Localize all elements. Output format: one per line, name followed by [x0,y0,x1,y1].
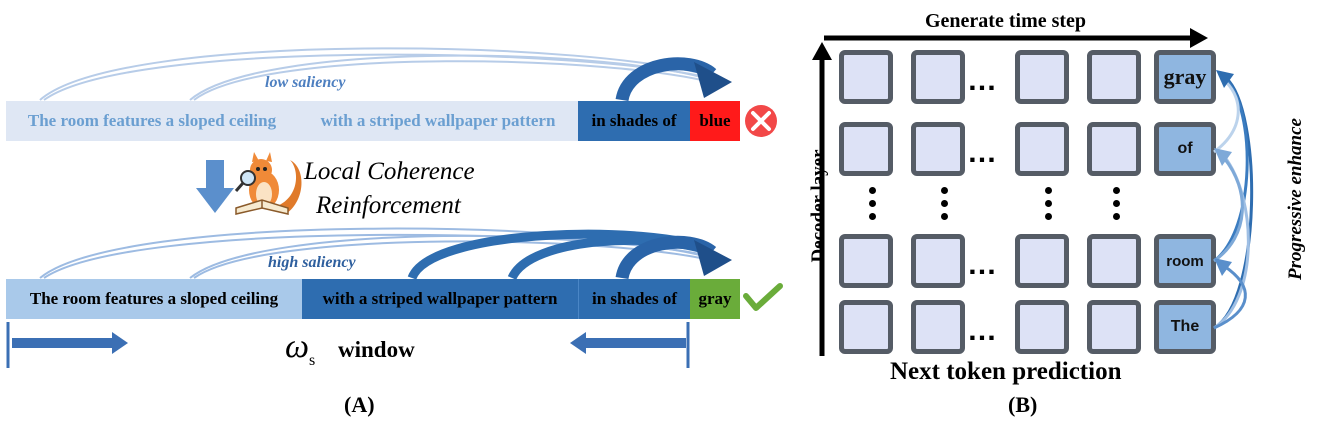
error-x-icon [745,105,777,137]
grid-cell [911,234,965,288]
down-arrow-icon [196,160,234,213]
grid-cell [1087,300,1141,354]
grid-cell [839,122,893,176]
window-symbol: ωs [285,330,315,369]
high-saliency-label: high saliency [268,254,356,271]
vertical-ellipsis [941,187,949,226]
window-arrows [6,322,690,368]
ellipsis: … [967,248,998,281]
omega-symbol: ω [285,328,310,365]
vertical-ellipsis [869,187,877,226]
grid-cell [1015,300,1069,354]
grid-cell [1087,50,1141,104]
grid-cell [839,50,893,104]
token-cell-room: room [1154,234,1216,288]
time-step-label: Generate time step [925,10,1087,32]
top-segment-2: with a striped wallpaper pattern [298,101,578,141]
method-title-line1: Local Coherence [304,158,475,185]
bottom-attention-arcs [39,227,732,281]
bottom-token-gray: gray [690,279,740,319]
vertical-ellipsis [1113,187,1121,226]
vertical-ellipsis [1045,187,1053,226]
grid-cell [1015,122,1069,176]
token-cell-gray: gray [1154,50,1216,104]
bottom-segment-3: in shades of [578,279,690,319]
grid-cell [911,122,965,176]
squirrel-reading-icon [234,152,302,215]
ellipsis: … [967,314,998,347]
check-icon [743,283,783,311]
grid-cell [1087,234,1141,288]
grid-cell [911,50,965,104]
omega-subscript: s [309,352,316,369]
grid-cell [1015,234,1069,288]
bottom-segment-1: The room features a sloped ceiling [6,279,302,319]
ellipsis: … [967,136,998,169]
token-cell-of: of [1154,122,1216,176]
grid-cell [1087,122,1141,176]
grid-cell [911,300,965,354]
grid-cell [839,234,893,288]
next-token-label: Next token prediction [890,358,1122,385]
low-saliency-label: low saliency [265,74,346,91]
method-title-line2: Reinforcement [316,192,461,219]
top-segment-3: in shades of [578,101,690,141]
progressive-enhance-label: Progressive enhance [1285,118,1306,281]
ellipsis: … [967,64,998,97]
caption-b: (B) [1008,392,1038,417]
bottom-segment-2: with a striped wallpaper pattern [302,279,578,319]
caption-a: (A) [344,392,375,417]
window-label: window [338,337,415,362]
top-token-blue: blue [690,101,740,141]
top-attention-arcs [39,47,732,102]
top-segment-1: The room features a sloped ceiling [6,101,298,141]
grid-cell [839,300,893,354]
grid-cell [1015,50,1069,104]
